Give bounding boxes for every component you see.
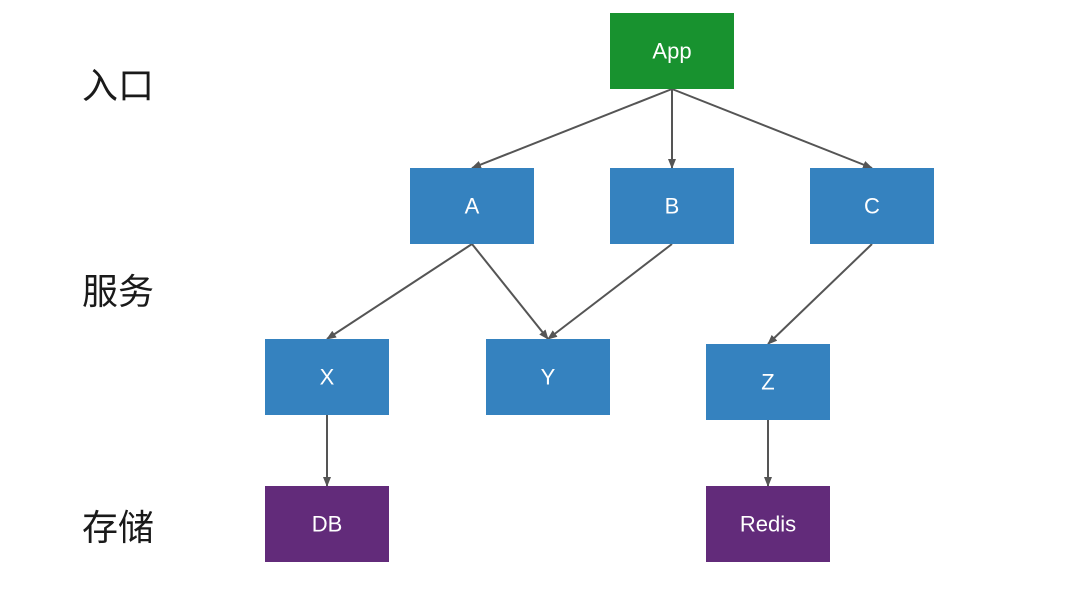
node-box-redis — [706, 486, 830, 562]
edge-a-to-x — [326, 243, 473, 340]
node-box-b — [610, 168, 734, 244]
node-b: B — [610, 168, 734, 244]
layer-label-entry: 入口 — [82, 66, 154, 107]
node-label-z: Z — [761, 370, 774, 395]
node-app: App — [610, 13, 734, 89]
node-db: DB — [265, 486, 389, 562]
layer-label-service: 服务 — [82, 272, 154, 313]
node-box-a — [410, 168, 534, 244]
layer-label-storage: 存储 — [82, 508, 154, 549]
node-box-x — [265, 339, 389, 415]
node-a: A — [410, 168, 534, 244]
node-box-c — [810, 168, 934, 244]
node-box-y — [486, 339, 610, 415]
node-label-app: App — [652, 39, 691, 64]
node-label-y: Y — [541, 365, 556, 390]
node-label-redis: Redis — [740, 512, 796, 537]
edge-b-to-y — [547, 243, 673, 340]
node-box-db — [265, 486, 389, 562]
node-label-a: A — [465, 194, 480, 219]
node-label-b: B — [665, 194, 680, 219]
edges — [323, 88, 873, 487]
node-z: Z — [706, 344, 830, 420]
node-label-c: C — [864, 194, 880, 219]
edge-c-to-z — [767, 243, 873, 345]
node-label-x: X — [320, 365, 335, 390]
node-y: Y — [486, 339, 610, 415]
edge-a-to-y — [471, 243, 549, 340]
node-x: X — [265, 339, 389, 415]
edge-app-to-c — [671, 88, 873, 169]
node-box-app — [610, 13, 734, 89]
node-box-z — [706, 344, 830, 420]
node-label-db: DB — [312, 512, 343, 537]
node-redis: Redis — [706, 486, 830, 562]
edge-app-to-a — [471, 88, 673, 169]
node-c: C — [810, 168, 934, 244]
